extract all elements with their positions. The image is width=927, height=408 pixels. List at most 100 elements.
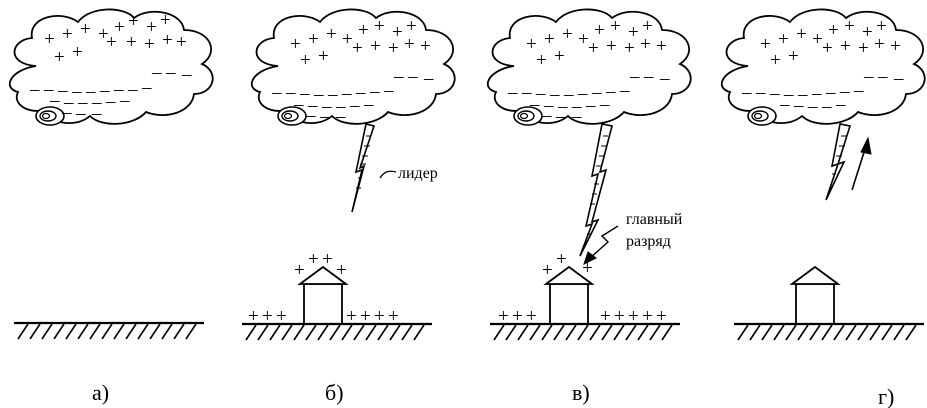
svg-text:+: + (512, 306, 523, 327)
svg-text:–: – (335, 96, 346, 117)
svg-text:+: + (828, 20, 839, 41)
svg-text:+: + (614, 306, 625, 327)
svg-text:–: – (853, 80, 864, 101)
svg-text:+: + (656, 306, 667, 327)
svg-text:+: + (162, 30, 173, 51)
panel-b: + + + + + + + + + + + + + + + – – – – – … (240, 8, 456, 405)
svg-text:–: – (521, 82, 532, 103)
svg-text:+: + (796, 24, 807, 45)
svg-text:+: + (844, 16, 855, 37)
svg-text:–: – (835, 94, 846, 115)
svg-text:+: + (578, 29, 589, 50)
positive-charges: + + + + + + + + + + + + + + + (526, 16, 667, 71)
svg-text:+: + (62, 24, 73, 45)
svg-text:–: – (91, 103, 102, 124)
svg-text:–: – (893, 68, 904, 89)
svg-text:+: + (144, 34, 155, 55)
svg-text:+: + (606, 36, 617, 57)
leader-channel (579, 123, 613, 257)
svg-text:+: + (326, 24, 337, 45)
svg-text:–: – (557, 96, 568, 117)
svg-text:–: – (165, 62, 176, 83)
svg-text:–: – (43, 79, 54, 100)
svg-text:–: – (335, 106, 346, 127)
svg-text:+: + (146, 17, 157, 38)
svg-text:–: – (285, 82, 296, 103)
svg-text:–: – (349, 95, 360, 116)
svg-text:–: – (839, 81, 850, 102)
svg-text:–: – (877, 66, 888, 87)
induced-positive-charges: + + + + + + + + + + + (248, 249, 399, 327)
svg-text:+: + (44, 29, 55, 50)
svg-text:–: – (863, 66, 874, 87)
panel-d: + + + + + + + + + + + + + + + – – – – – … (720, 8, 926, 408)
svg-text:+: + (770, 50, 781, 71)
svg-text:+: + (388, 38, 399, 59)
svg-text:–: – (85, 81, 96, 102)
svg-text:+: + (358, 20, 369, 41)
svg-text:+: + (262, 306, 273, 327)
positive-charges: + + + + + + + + + + + + + + + (760, 16, 901, 71)
svg-text:+: + (318, 46, 329, 67)
svg-text:–: – (793, 95, 804, 116)
svg-text:+: + (54, 47, 65, 68)
svg-text:–: – (307, 95, 318, 116)
negative-charges: – – – – – – – – – – – – – – – – – – – – … (271, 66, 434, 127)
svg-text:+: + (406, 16, 417, 37)
svg-text:–: – (321, 96, 332, 117)
svg-text:+: + (404, 34, 415, 55)
svg-text:+: + (346, 306, 357, 327)
svg-text:–: – (629, 66, 640, 87)
svg-text:–: – (341, 83, 352, 104)
svg-text:–: – (821, 96, 832, 117)
svg-text:–: – (755, 82, 766, 103)
svg-text:+: + (248, 306, 259, 327)
svg-text:+: + (876, 16, 887, 37)
svg-text:+: + (862, 22, 873, 43)
induced-positive-charges: + + + + + + + + + + + (498, 249, 667, 327)
svg-text:+: + (788, 46, 799, 67)
svg-text:+: + (642, 306, 653, 327)
svg-text:–: – (271, 82, 282, 103)
svg-text:+: + (588, 38, 599, 59)
svg-text:+: + (840, 36, 851, 57)
svg-text:–: – (423, 68, 434, 89)
svg-text:–: – (393, 66, 404, 87)
upward-arrow (851, 136, 872, 191)
svg-text:–: – (305, 105, 316, 126)
svg-text:–: – (113, 79, 124, 100)
svg-text:+: + (420, 36, 431, 57)
svg-text:–: – (549, 84, 560, 105)
svg-text:+: + (352, 38, 363, 59)
leader-label: лидер (398, 165, 438, 182)
svg-text:+: + (562, 24, 573, 45)
svg-text:+: + (656, 36, 667, 57)
svg-text:+: + (294, 260, 305, 281)
svg-text:–: – (811, 83, 822, 104)
svg-text:–: – (779, 94, 790, 115)
svg-text:–: – (571, 96, 582, 117)
svg-text:–: – (57, 80, 68, 101)
svg-text:–: – (507, 82, 518, 103)
svg-text:–: – (49, 90, 60, 111)
svg-text:+: + (760, 34, 771, 55)
svg-text:+: + (858, 38, 869, 59)
svg-text:+: + (126, 32, 137, 53)
svg-text:+: + (308, 249, 319, 270)
return-stroke-arrow (583, 225, 619, 265)
negative-charges: – – – – – – – – – – – – – – – – – – – – … (507, 66, 670, 127)
svg-text:+: + (890, 36, 901, 57)
svg-text:–: – (825, 82, 836, 103)
svg-text:+: + (72, 42, 83, 63)
svg-text:+: + (628, 306, 639, 327)
return-stroke-label-line1: главный (626, 211, 683, 228)
svg-text:–: – (99, 80, 110, 101)
svg-text:–: – (807, 96, 818, 117)
svg-text:+: + (392, 22, 403, 43)
svg-text:+: + (544, 29, 555, 50)
svg-text:+: + (128, 11, 139, 32)
svg-text:–: – (77, 92, 88, 113)
svg-text:–: – (563, 84, 574, 105)
svg-text:+: + (536, 50, 547, 71)
